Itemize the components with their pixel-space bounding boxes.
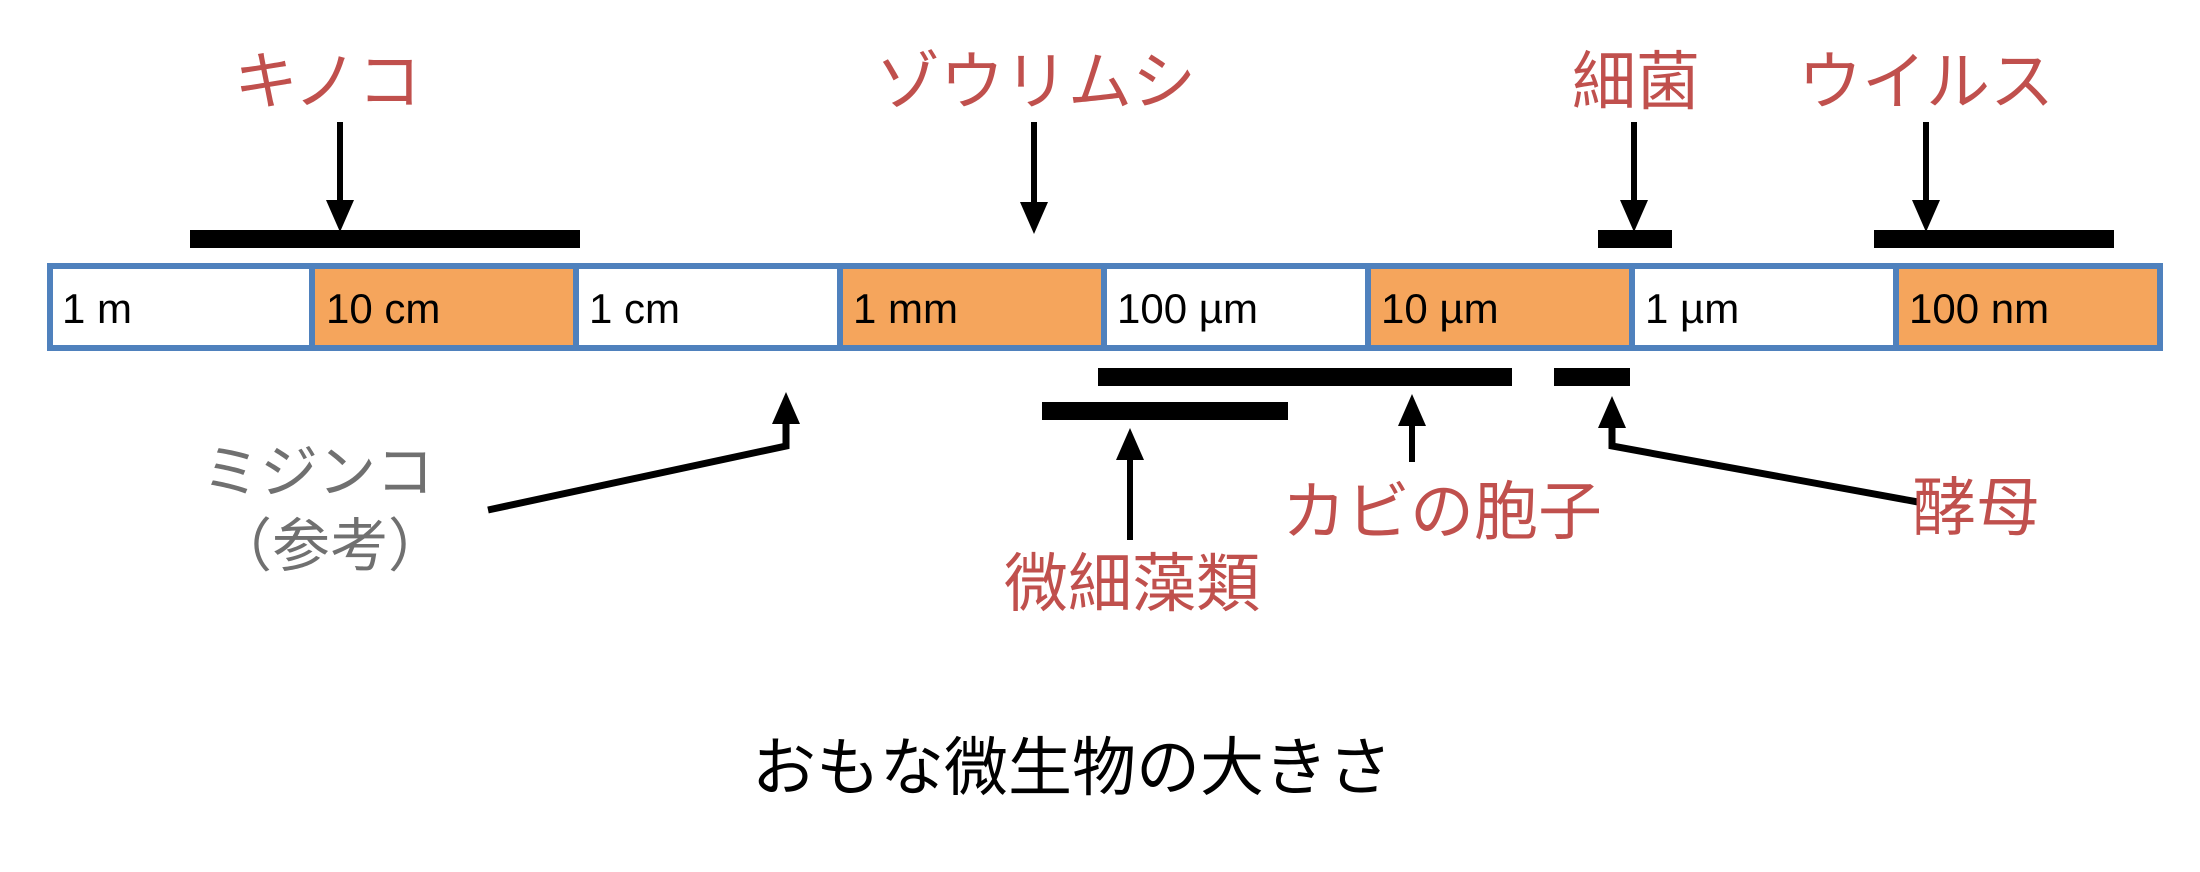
koubo-arrow — [1608, 420, 1919, 506]
scale-cell-10cm — [309, 263, 579, 351]
virus-label: ウイルス — [1798, 46, 2054, 120]
scale-cell-1cm — [573, 263, 843, 351]
kabi-label: カビの胞子 — [1282, 476, 1602, 550]
mijinko-group: ミジンコ （参考） — [202, 392, 800, 580]
caption: おもな微生物の大きさ — [752, 732, 1392, 806]
scale-cell-100um — [1101, 263, 1371, 351]
scale-bar: 1 m 10 cm 1 cm 1 mm 100 µm 10 µm 1 µm 10… — [47, 263, 2163, 351]
scale-cell-100nm — [1893, 263, 2163, 351]
scale-label-1cm: 1 cm — [589, 285, 680, 332]
kabi-range-bar — [1098, 368, 1512, 386]
mijinko-note: （参考） — [214, 512, 446, 580]
scale-label-100um: 100 µm — [1117, 285, 1258, 332]
mijinko-arrowhead — [772, 392, 800, 424]
saikin-group: 細菌 — [1572, 46, 1700, 248]
sourui-arrowhead — [1116, 428, 1144, 460]
saikin-range-bar — [1598, 230, 1672, 248]
virus-group: ウイルス — [1798, 46, 2114, 248]
koubo-label: 酵母 — [1912, 472, 2040, 546]
koubo-arrowhead — [1598, 396, 1626, 428]
scale-label-10cm: 10 cm — [326, 285, 440, 332]
kabi-arrowhead — [1398, 394, 1426, 426]
zourimushi-arrowhead — [1020, 202, 1048, 234]
mijinko-arrow — [487, 416, 790, 514]
sourui-range-bar — [1042, 402, 1288, 420]
sourui-group: 微細藻類 — [1004, 428, 1260, 622]
koubo-range-bar — [1554, 368, 1630, 386]
kinoko-arrowhead — [326, 200, 354, 232]
scale-cell-1um — [1629, 263, 1899, 351]
mijinko-label: ミジンコ — [202, 438, 434, 506]
scale-label-1mm: 1 mm — [853, 285, 958, 332]
saikin-label: 細菌 — [1572, 46, 1700, 120]
scale-label-10um: 10 µm — [1381, 285, 1499, 332]
scale-label-100nm: 100 nm — [1909, 285, 2049, 332]
kinoko-range-bar — [190, 230, 580, 248]
zourimushi-label: ゾウリムシ — [876, 46, 1196, 120]
kabi-group: カビの胞子 — [1282, 394, 1602, 550]
kinoko-group: キノコ — [190, 46, 580, 248]
koubo-group: 酵母 — [1598, 396, 2040, 546]
virus-arrowhead — [1912, 200, 1940, 232]
saikin-arrowhead — [1620, 200, 1648, 232]
scale-cell-1m — [47, 263, 315, 351]
scale-label-1um: 1 µm — [1645, 285, 1739, 332]
sourui-label: 微細藻類 — [1004, 548, 1260, 622]
zourimushi-group: ゾウリムシ — [876, 46, 1196, 234]
virus-range-bar — [1874, 230, 2114, 248]
scale-label-1m: 1 m — [62, 285, 132, 332]
kinoko-label: キノコ — [234, 46, 422, 120]
